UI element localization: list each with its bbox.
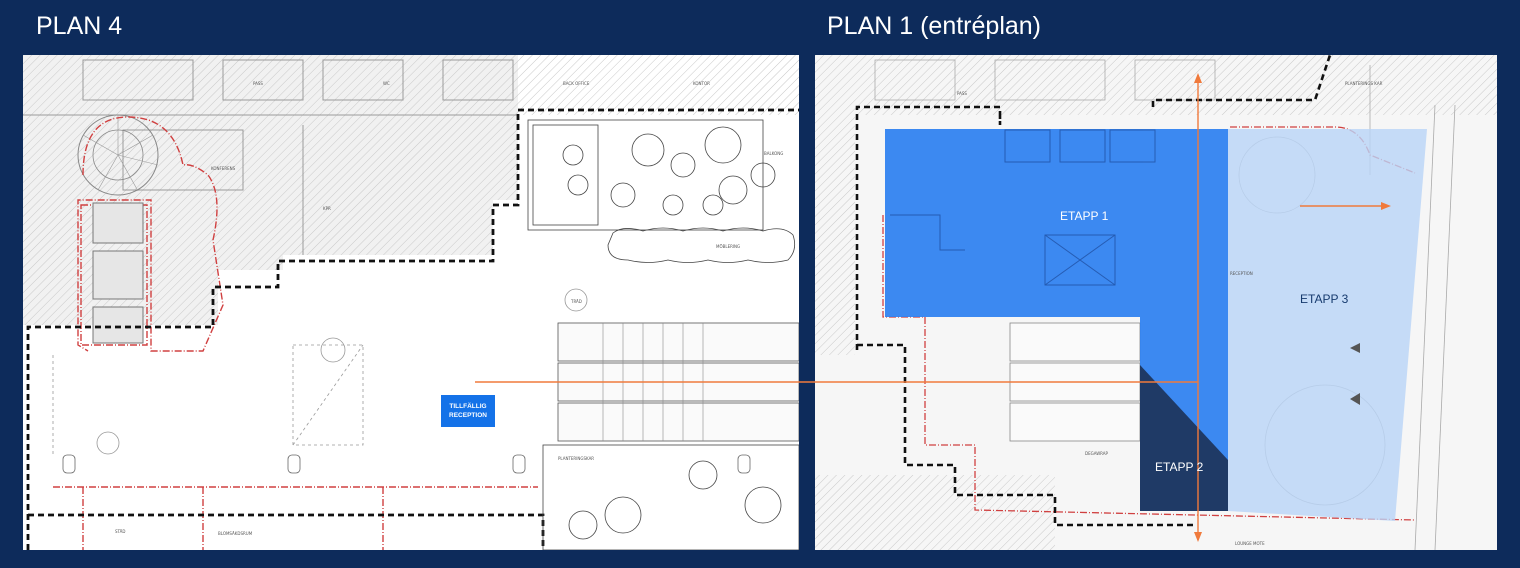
room-label-degawrap: DEGAWRAP [1085,451,1109,456]
plan-4-drawing: BLOMSÄKDSRUM STÄD PLANTERINGSKAR BALKONG… [23,55,799,550]
room-label-planterings-kar: PLANTERINGS KAR [1345,81,1383,86]
plan-1-drawing: PASS PLANTERINGS KAR RECEPTION DEGAWRAP … [815,55,1497,550]
plan-4-floorplan: BLOMSÄKDSRUM STÄD PLANTERINGSKAR BALKONG… [23,55,799,550]
room-label-stad: STÄD [115,529,126,534]
reception-line-1: TILLFÄLLIG [449,403,487,410]
plan-1-floorplan: PASS PLANTERINGS KAR RECEPTION DEGAWRAP … [815,55,1497,550]
plan-1-title: PLAN 1 (entréplan) [827,12,1042,40]
etapp-2-area [1140,365,1228,511]
room-label-pass: PASS [957,91,967,96]
room-label-reception: RECEPTION [1230,271,1253,276]
arrow-down-icon [1194,532,1202,542]
arrow-right-icon [1381,202,1391,210]
direction-triangle-icon-2 [1350,393,1360,405]
spiral-stair-icon [77,114,159,196]
direction-triangle-icon [1350,343,1360,353]
etapp-2-label: ETAPP 2 [1155,460,1204,474]
room-label-mobilering: MÖBLERING [716,244,740,249]
room-label-kontor: KONTOR [693,81,710,86]
plan-4-title: PLAN 4 [36,12,123,40]
etapp-3-label: ETAPP 3 [1300,292,1349,306]
etapp-3-area [1228,129,1427,521]
room-label-balkong: BALKONG [764,151,783,156]
room-label-blomsakdsrum: BLOMSÄKDSRUM [218,531,253,536]
room-label-back-office: BACK OFFICE [563,81,590,86]
temporary-reception-badge: TILLFÄLLIG RECEPTION [441,395,495,427]
etapp-1-label: ETAPP 1 [1060,209,1109,223]
arrow-up-icon [1194,73,1202,83]
reception-line-2: RECEPTION [449,412,487,419]
room-label-konferens: KONFERENS [211,166,236,171]
room-label-trad: TRÄD [570,299,582,304]
room-label-lounge-mote: LOUNGE MOTE [1235,541,1265,546]
room-label-planteringskar: PLANTERINGSKAR [558,456,594,461]
room-label-kpr: KPR [323,206,331,211]
escalator-bank [557,322,799,442]
room-label-pass: PASS [253,81,263,86]
room-label-wc: WC [383,81,390,86]
